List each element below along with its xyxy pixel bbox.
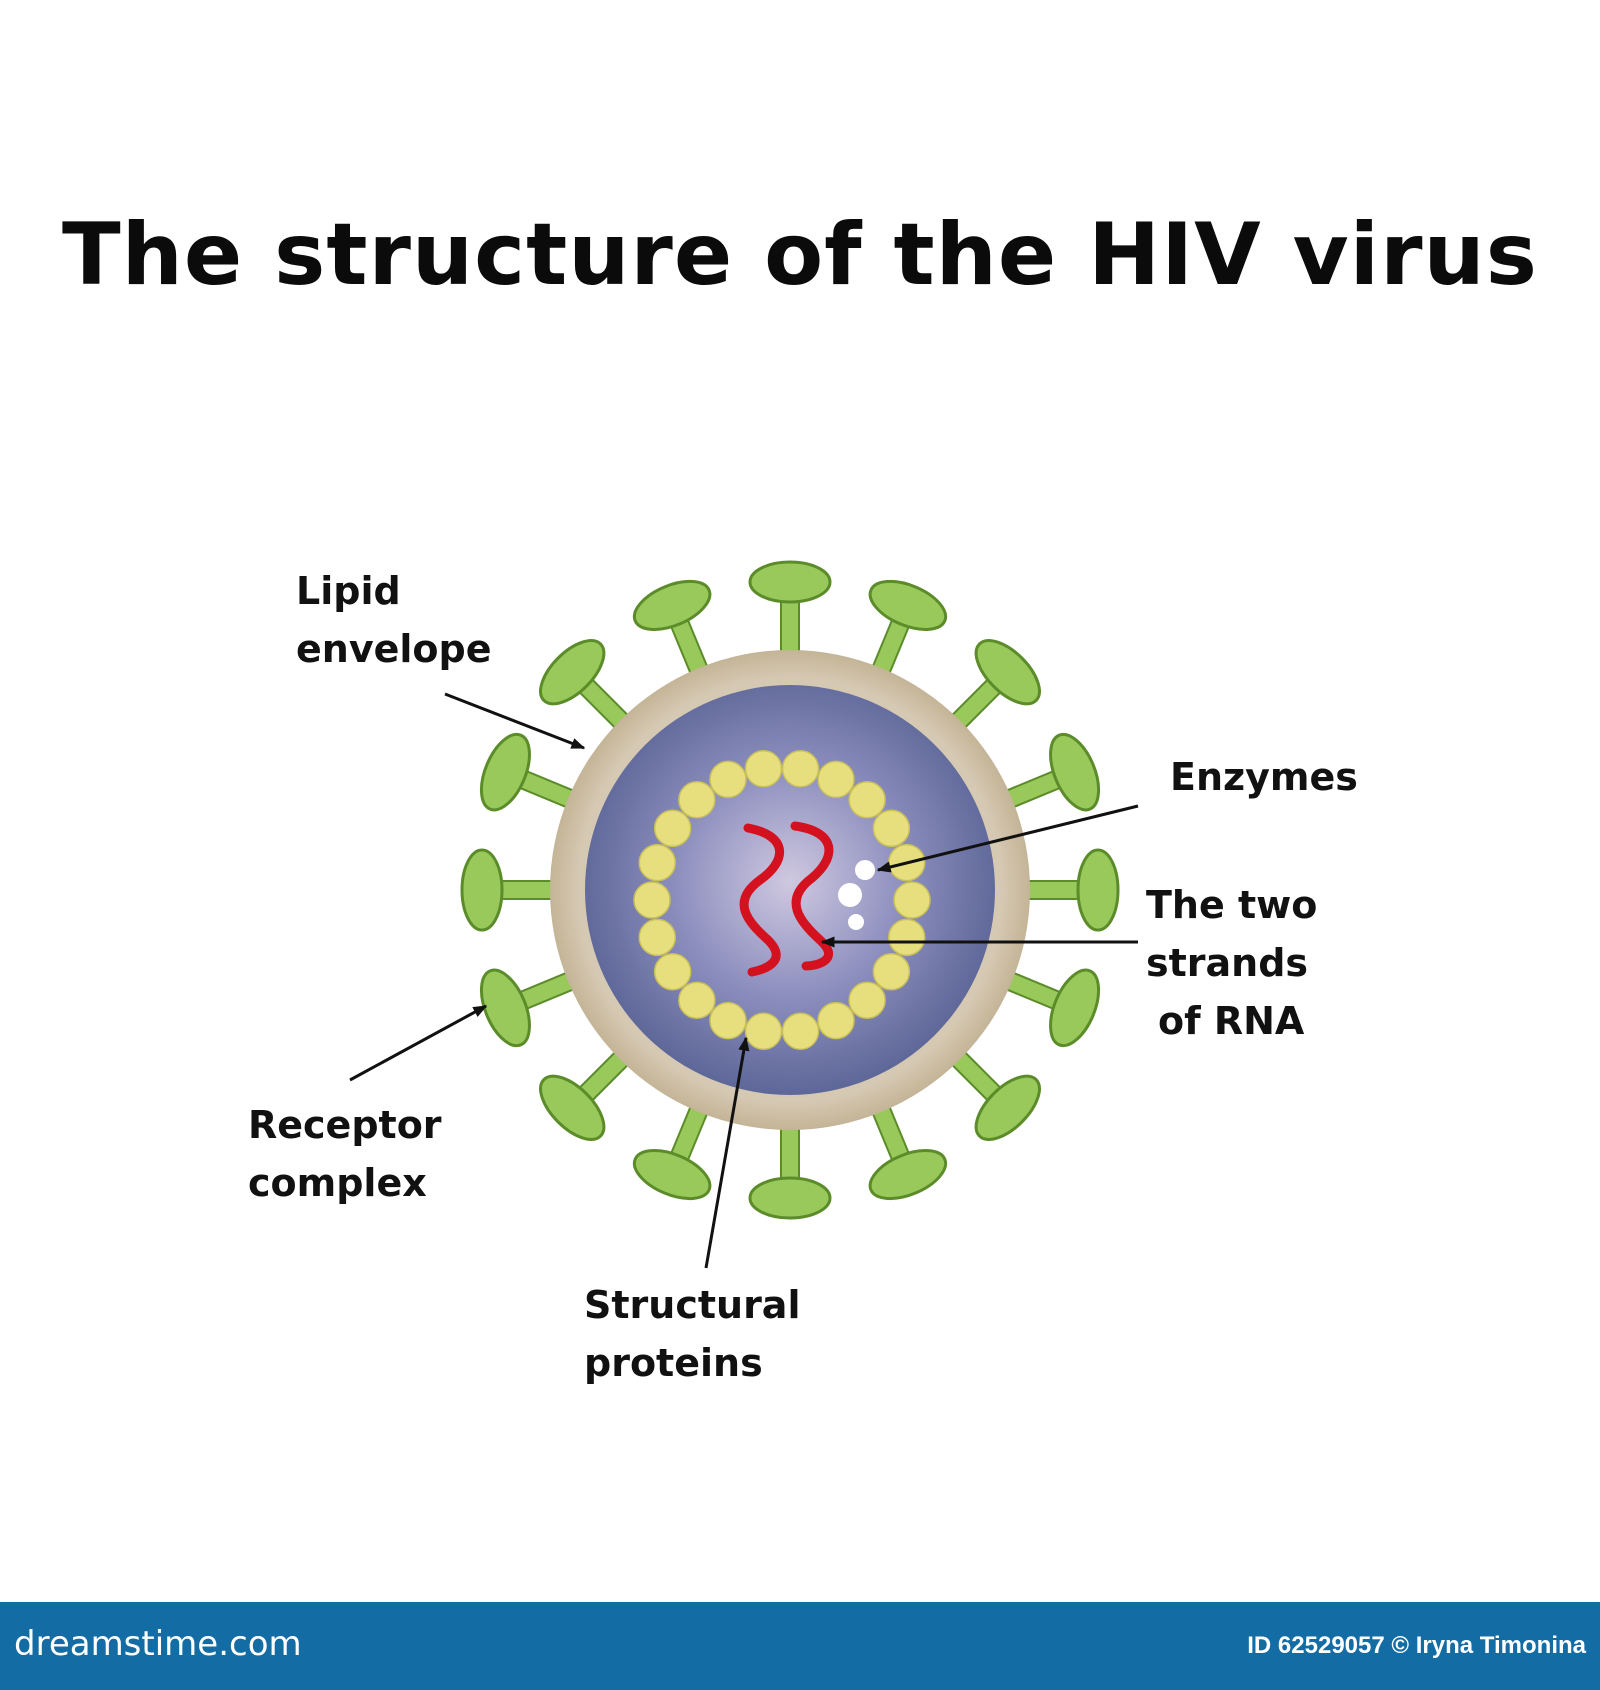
rna-strand-left — [739, 823, 785, 977]
label-line: envelope — [296, 627, 492, 671]
label-line: strands — [1146, 941, 1309, 985]
structural-protein — [781, 749, 820, 788]
structural-protein — [744, 749, 783, 788]
enzymes-dots — [838, 860, 875, 930]
receptor-spike — [460, 848, 559, 932]
receptor-spike — [479, 732, 581, 812]
receptor-spike — [1021, 848, 1120, 932]
arrow-enzymes — [876, 804, 1139, 873]
receptor-spike — [539, 639, 634, 734]
structural-protein — [678, 781, 716, 819]
structural-protein — [817, 760, 855, 799]
rna-strand-right — [790, 821, 834, 971]
structural-protein — [781, 1012, 820, 1051]
structural-protein — [872, 809, 911, 848]
structural-protein — [638, 918, 677, 957]
label-enzymes: Enzymes — [1170, 748, 1358, 806]
structural-protein — [638, 843, 677, 882]
label-line: The two — [1146, 883, 1318, 927]
receptor-spike — [748, 1121, 832, 1220]
footer-bar: dreamstime.com ID 62529057 © Iryna Timon… — [0, 1602, 1600, 1690]
label-line: of RNA — [1158, 999, 1305, 1043]
structural-protein — [872, 952, 911, 991]
receptor-spike — [748, 560, 832, 659]
label-line: complex — [248, 1161, 427, 1205]
enzyme-dot — [848, 914, 864, 930]
receptor-spike — [999, 968, 1101, 1048]
structural-protein — [633, 881, 671, 919]
structural-protein-ring — [633, 749, 931, 1051]
receptor-spike — [868, 1099, 948, 1201]
label-receptor-complex: Receptor complex — [248, 1096, 442, 1212]
structural-protein — [653, 809, 692, 848]
hiv-virus-illustration — [349, 560, 1139, 1269]
label-line: Receptor — [248, 1103, 442, 1147]
label-line: Lipid — [296, 569, 401, 613]
structural-protein — [893, 881, 931, 919]
structural-protein — [678, 981, 716, 1019]
structural-protein — [887, 918, 926, 957]
arrow-receptor — [349, 1004, 488, 1082]
structural-protein — [848, 781, 886, 819]
label-rna-strands: The two strands of RNA — [1146, 876, 1317, 1050]
label-line: Structural — [584, 1283, 801, 1327]
structural-protein — [653, 952, 692, 991]
arrow-lipid-envelope — [444, 692, 586, 750]
pointer-arrows — [349, 692, 1139, 1269]
label-lipid-envelope: Lipid envelope — [296, 562, 491, 678]
structural-protein — [709, 760, 747, 799]
receptor-spike — [946, 1046, 1041, 1141]
enzyme-dot — [838, 883, 862, 907]
diagram-title: The structure of the HIV virus — [62, 205, 1538, 305]
receptor-spikes — [460, 560, 1120, 1220]
structural-protein — [848, 981, 886, 1019]
image-credit: ID 62529057 © Iryna Timonina — [1247, 1632, 1586, 1659]
structural-protein — [709, 1001, 747, 1040]
label-line: Enzymes — [1170, 755, 1358, 799]
structural-protein — [744, 1012, 783, 1051]
enzyme-dot — [855, 860, 875, 880]
structural-protein — [817, 1001, 855, 1040]
receptor-spike — [946, 639, 1041, 734]
label-line: proteins — [584, 1341, 763, 1385]
rna-strands — [739, 821, 834, 977]
arrow-structural — [704, 1036, 750, 1269]
label-structural-proteins: Structural proteins — [584, 1276, 800, 1392]
receptor-spike — [632, 1099, 712, 1201]
brand-logo: dreamstime.com — [14, 1624, 302, 1664]
